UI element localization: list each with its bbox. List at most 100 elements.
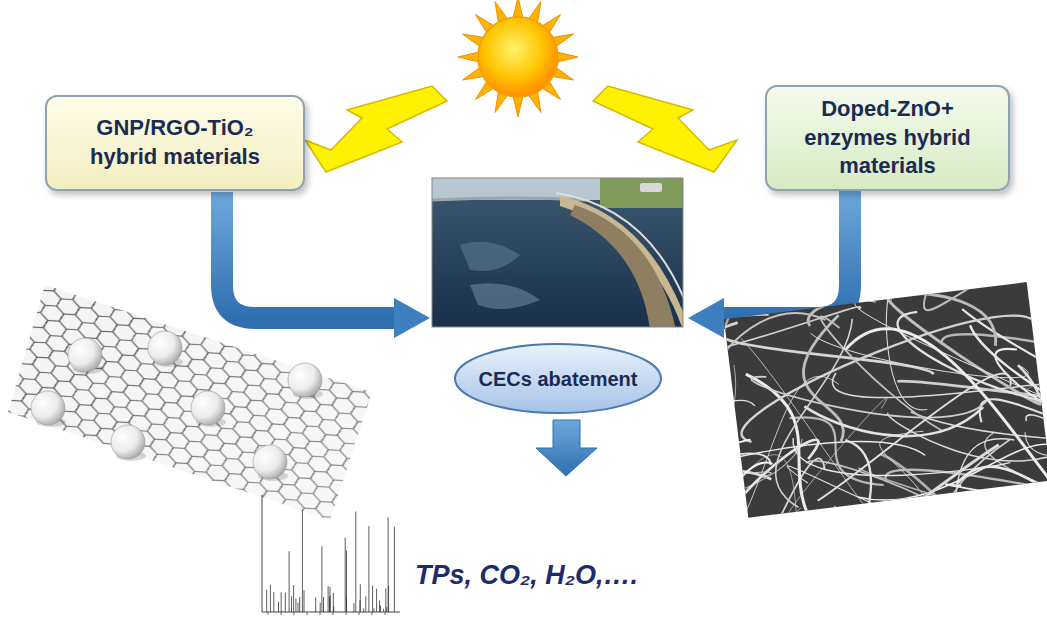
spectrum-peak: [372, 586, 373, 612]
fibre: [746, 366, 835, 518]
spectrum-peak: [360, 584, 361, 612]
fibre: [805, 373, 1022, 501]
spectrum-peak: [289, 551, 290, 612]
material-box: GNP/RGO-TiO₂ hybrid materials: [45, 95, 305, 191]
spectrum-peak: [295, 598, 296, 612]
sun-ray: [513, 0, 523, 17]
spectrum-peak: [302, 510, 303, 612]
spectrum-peak: [321, 546, 322, 612]
spectrum-peak: [333, 593, 334, 612]
nanoparticle: [111, 425, 145, 459]
material-box: Doped-ZnO+ enzymes hybrid materials: [765, 85, 1010, 191]
flow-arrow: [536, 420, 597, 476]
fibre: [806, 282, 997, 368]
node-text: GNP/RGO-TiO₂ hybrid materials: [61, 114, 289, 171]
spectrum-peak: [320, 603, 321, 612]
fibre: [758, 319, 875, 510]
spectrum-peak: [270, 585, 271, 612]
fibre: [855, 282, 1047, 429]
spectrum-peak: [278, 602, 279, 612]
light-arrow: [305, 86, 447, 172]
spectrum-peak: [266, 590, 267, 612]
spectrum-peak: [293, 585, 294, 612]
light-arrow: [593, 86, 737, 172]
spectrum-peak: [330, 587, 331, 612]
mass-spectrum: [262, 495, 400, 615]
node-text: CECs abatement: [479, 367, 638, 391]
fibre: [741, 321, 910, 518]
flow-arrow: [222, 192, 396, 318]
spectrum-peak: [323, 597, 324, 612]
fibre: [806, 434, 1047, 518]
spectrum-peak: [281, 592, 282, 612]
fibre: [844, 308, 1047, 518]
fibre: [724, 389, 740, 517]
fibre: [1026, 397, 1047, 518]
nanoparticles: [31, 331, 323, 481]
fibre: [724, 307, 864, 374]
spectrum-peak: [368, 526, 369, 612]
nanoparticle: [148, 331, 182, 365]
spectrum-peak: [385, 588, 386, 612]
spectrum-peak: [365, 596, 366, 612]
fibre: [811, 307, 1029, 401]
spectrum-peak: [363, 609, 364, 613]
spectrum-peak: [304, 590, 305, 612]
spectrum-peak: [376, 589, 377, 612]
spectrum-peak: [394, 527, 395, 612]
fibre: [736, 445, 1015, 518]
flow-arrow: [722, 188, 850, 318]
spectrum-peak: [380, 606, 381, 613]
arrow-head: [688, 298, 724, 338]
fibre: [1037, 336, 1047, 503]
sem-image: [383, 219, 1047, 626]
spectrum-peak: [345, 538, 346, 612]
fibre: [774, 398, 900, 518]
spectrum-peak: [291, 596, 292, 612]
nanoparticle: [68, 338, 102, 372]
spectrum-peak: [328, 586, 329, 612]
fibre: [885, 440, 1047, 518]
sun-rays: [458, 0, 578, 117]
node-text: Doped-ZnO+ enzymes hybrid materials: [781, 95, 994, 181]
spectrum-peak: [388, 517, 389, 612]
fibre: [846, 440, 1028, 518]
fibre: [724, 440, 764, 518]
fibre: [858, 431, 1047, 517]
sun-ray: [513, 97, 523, 117]
spectrum-peak: [353, 603, 354, 612]
nanoparticle: [31, 391, 65, 425]
spectrum-peak: [285, 593, 286, 612]
fibre: [765, 438, 892, 518]
arrow-head: [394, 298, 430, 338]
fibre: [882, 293, 928, 413]
graphene-sheet: [8, 285, 372, 520]
nanoparticle: [288, 363, 322, 397]
products-label: TPs, CO₂, H₂O,….: [415, 560, 638, 591]
fibre: [946, 448, 1047, 518]
fibre: [724, 471, 776, 518]
fibre: [724, 431, 928, 518]
spectrum-peak: [355, 512, 356, 613]
sun-ray: [558, 52, 578, 62]
spectrum-peak: [383, 609, 384, 612]
process-ellipse: CECs abatement: [453, 342, 663, 415]
spectrum-peak: [379, 600, 380, 612]
sun: [478, 17, 558, 97]
fibre: [724, 462, 800, 518]
spectrum-peak: [386, 607, 387, 612]
fibre: [831, 328, 1047, 430]
photo-frame: [432, 178, 683, 327]
fibre: [752, 505, 852, 517]
fibre: [896, 289, 1047, 429]
spectrum-peak: [273, 592, 274, 612]
fibre: [804, 385, 985, 449]
fibre: [1038, 282, 1047, 326]
spectrum-peak: [299, 597, 300, 612]
fibre: [724, 451, 776, 518]
spectrum-peak: [359, 600, 360, 612]
tank-photo: [432, 178, 683, 327]
spectrum-peak: [315, 598, 316, 613]
spectrum-peak: [346, 551, 347, 613]
fibre: [744, 458, 836, 518]
